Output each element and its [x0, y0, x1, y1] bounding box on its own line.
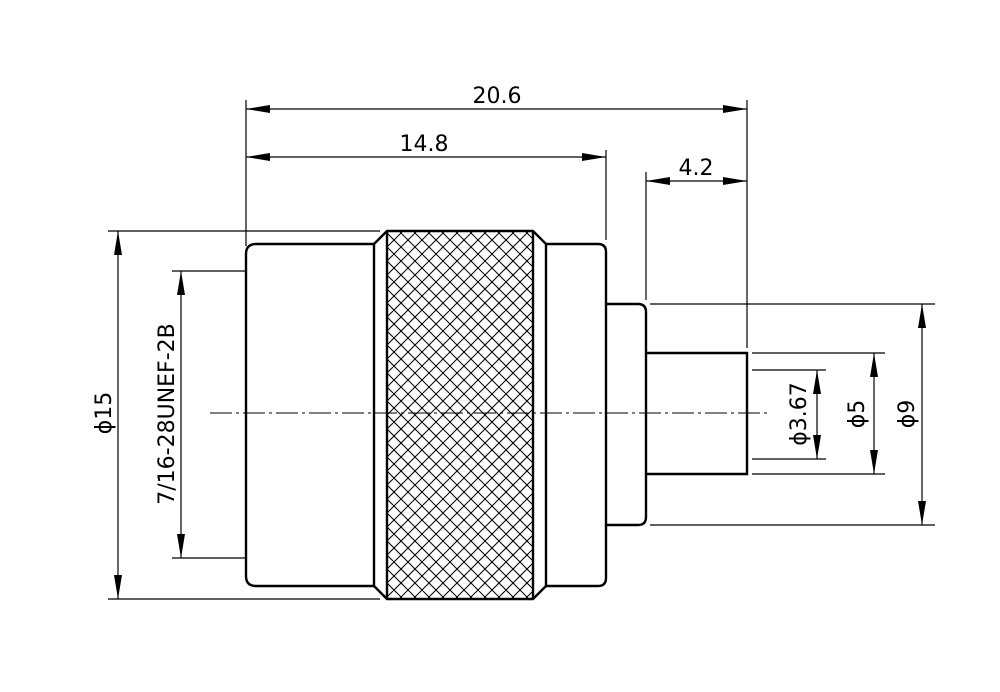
inner-diameter-label: ϕ5 — [845, 400, 870, 429]
extension-lines — [108, 100, 935, 600]
dim-body-length: 14.8 — [246, 132, 606, 161]
pin-diameter-label: ϕ3.67 — [787, 382, 812, 446]
pin-length-label: 4.2 — [679, 156, 714, 181]
dim-outer-diameter: ϕ15 — [92, 231, 122, 599]
dim-pin-diameter: ϕ3.67 — [787, 370, 821, 459]
dim-overall-length: 20.6 — [246, 84, 747, 113]
dim-rear-diameter: ϕ9 — [895, 304, 926, 525]
rear-diameter-label: ϕ9 — [895, 400, 920, 429]
dim-pin-length: 4.2 — [646, 156, 747, 185]
connector-body — [244, 229, 749, 601]
body-length-label: 14.8 — [400, 132, 449, 157]
thread-label: 7/16-28UNEF-2B — [155, 323, 180, 504]
knurl-hatch — [388, 232, 532, 599]
overall-length-label: 20.6 — [473, 84, 522, 109]
dim-thread: 7/16-28UNEF-2B — [155, 271, 185, 558]
dim-inner-diameter: ϕ5 — [845, 353, 878, 474]
outer-diameter-label: ϕ15 — [92, 392, 117, 435]
